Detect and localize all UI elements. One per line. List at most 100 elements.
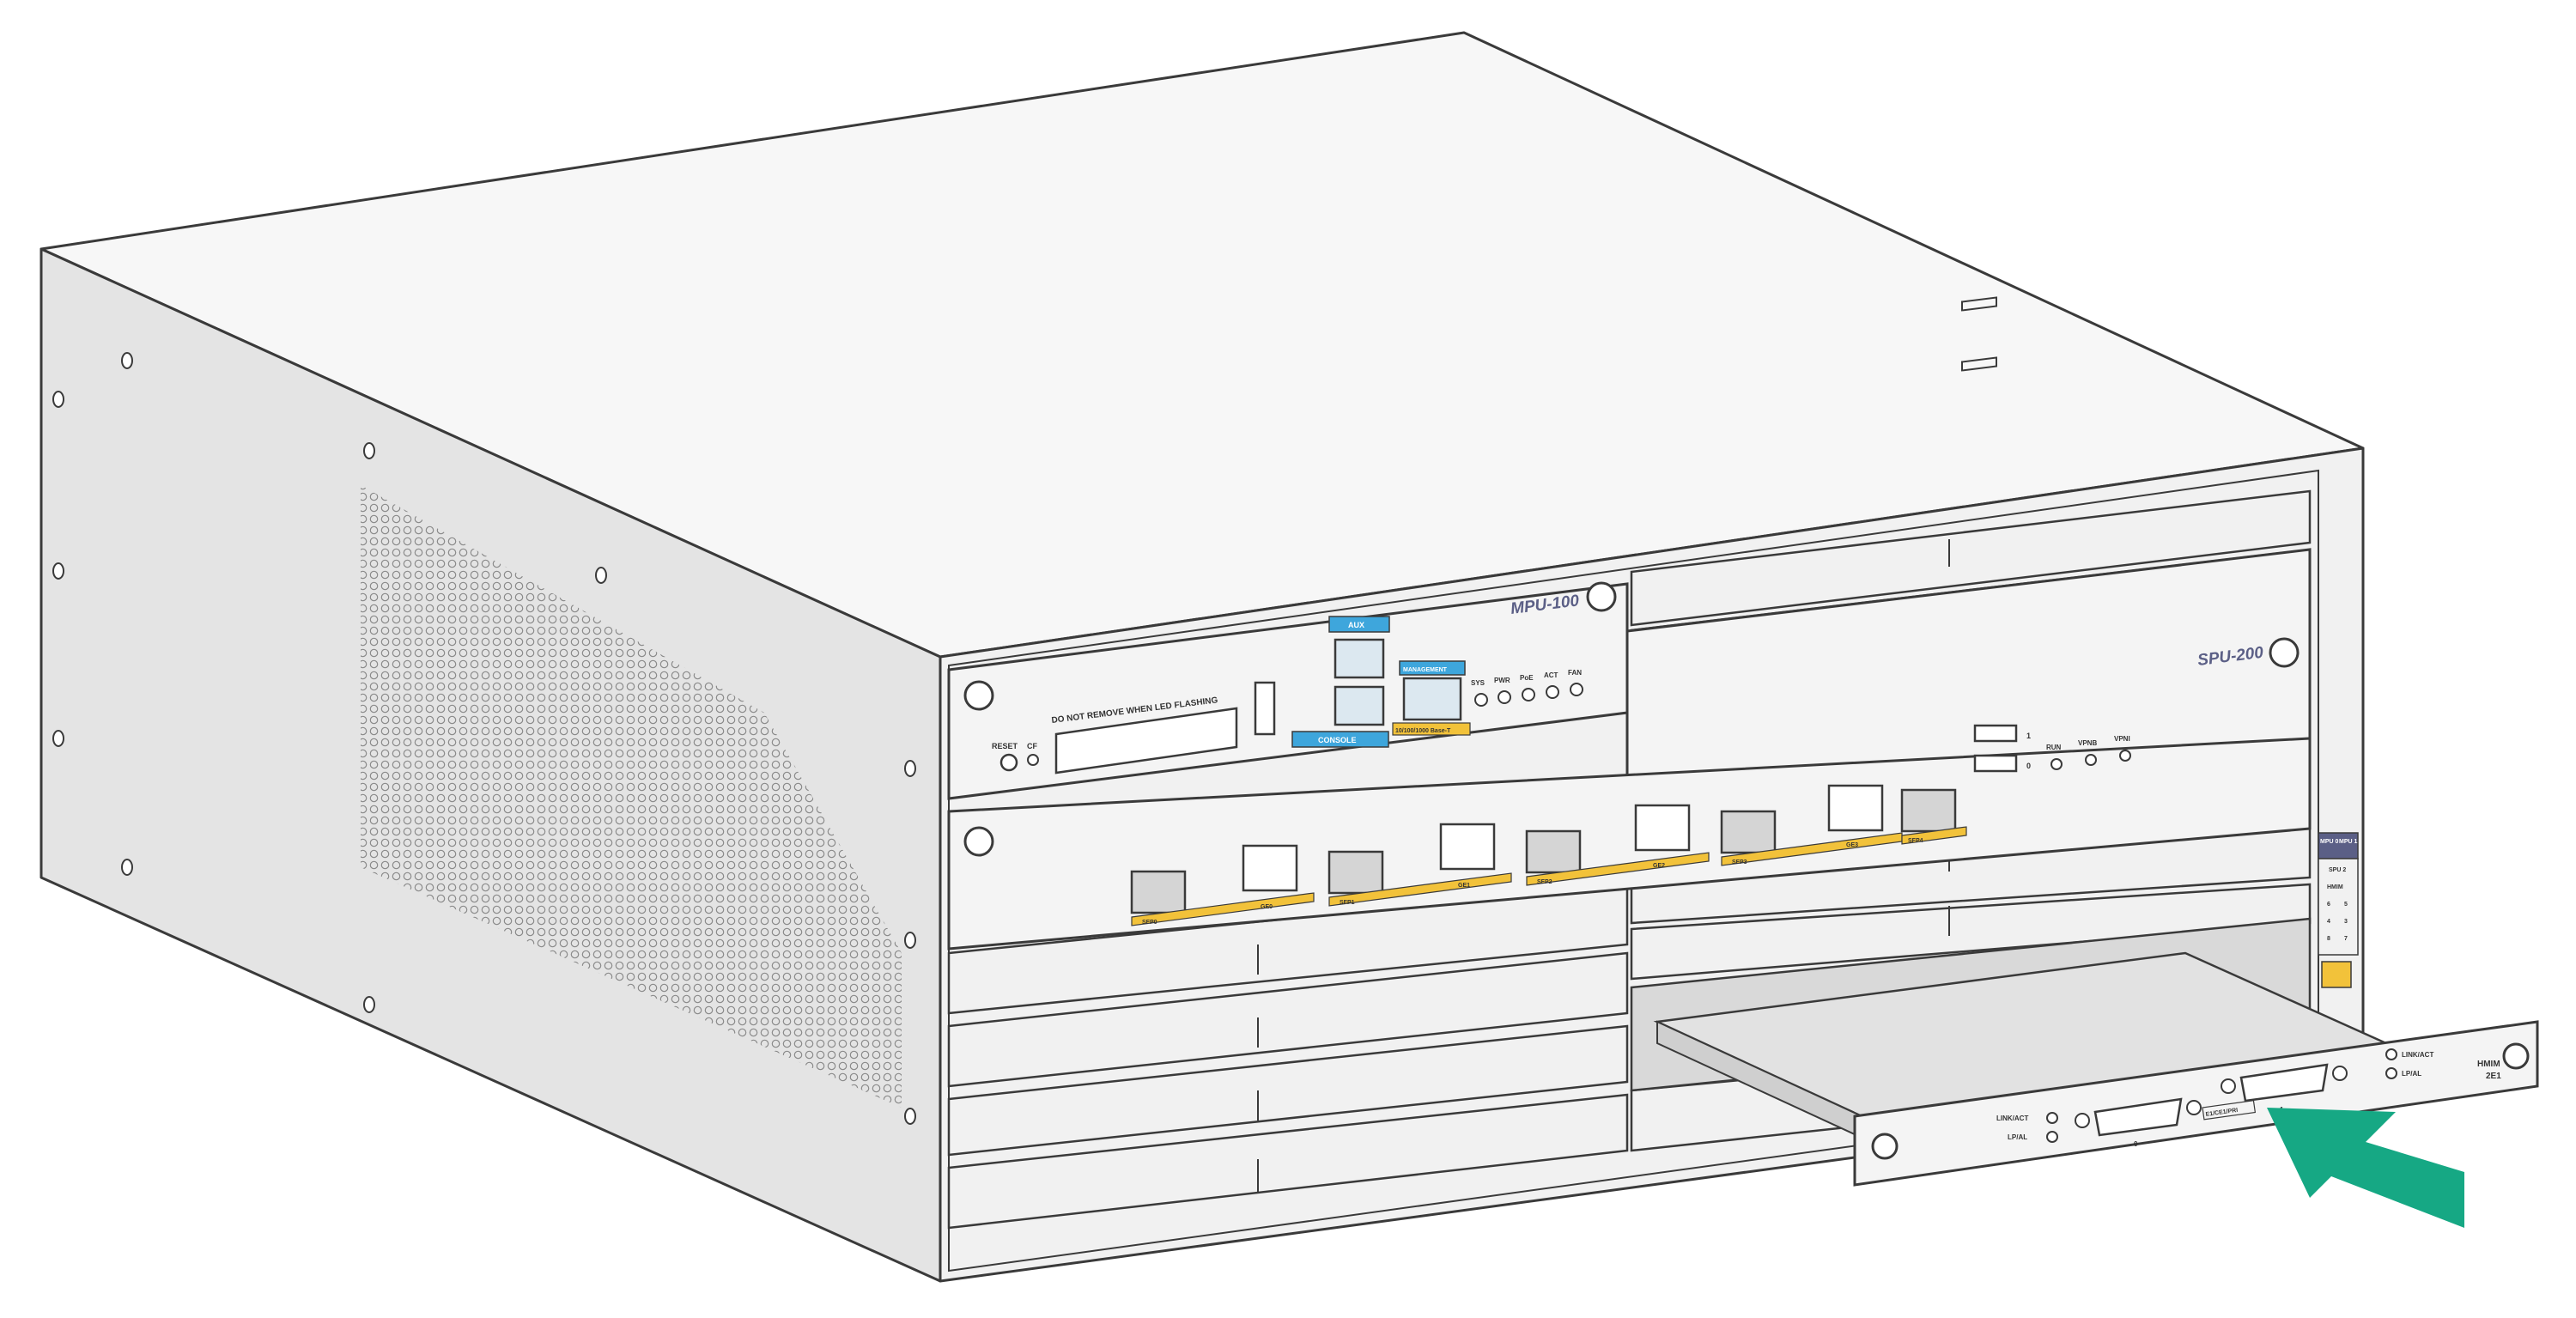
- cf-led: [1027, 754, 1039, 766]
- slot-num-7: 7: [2344, 936, 2348, 942]
- hmim-labels: LINK/ACT LP/AL LINK/ACT LP/AL 0 1 E1/CE1…: [1996, 1051, 2501, 1148]
- aux-label-box: [1328, 616, 1390, 633]
- hmim-model-text: HMIM: [2477, 1060, 2500, 1069]
- spu-usb-label-1: 1: [2026, 732, 2031, 740]
- mpu-left-screw[interactable]: [963, 680, 994, 711]
- usb-port-mpu[interactable]: [1254, 681, 1276, 736]
- sfp-label-2: SFP2: [1537, 879, 1552, 885]
- e1-port-0-screw-l: [2075, 1113, 2090, 1128]
- slot-label-top: [2318, 832, 2359, 859]
- console-label: CONSOLE: [1318, 736, 1357, 744]
- side-vent-grille: [361, 485, 902, 1108]
- hmim-model-sub-text: 2E1: [2486, 1072, 2501, 1081]
- mgmt-label-box: [1399, 660, 1466, 676]
- cf-label: CF: [1027, 742, 1037, 750]
- spu-usb-port-0[interactable]: [1973, 754, 2018, 773]
- hmim-led-left-lpal: LP/AL: [2008, 1133, 2027, 1141]
- e1-port-0[interactable]: [2093, 1097, 2183, 1137]
- mpu-module: MPU-100 DO NOT REMOVE WHEN LED FLASHING …: [947, 581, 1629, 800]
- hmim-led-row: [2046, 1048, 2397, 1143]
- hmim-led-right-linkact: LINK/ACT: [2402, 1051, 2433, 1059]
- slot-label-mpu1: MPU 1: [2339, 839, 2358, 845]
- spu-led-labels: RUN VPNB VPNI: [2046, 735, 2130, 751]
- spu-led-row: [2050, 750, 2131, 770]
- sfp-label-4: SFP4: [1908, 838, 1923, 844]
- aux-label: AUX: [1348, 621, 1364, 629]
- laser-warning-icon: [2321, 961, 2352, 988]
- aux-port[interactable]: [1334, 638, 1385, 679]
- hmim-port-label-0: 0: [2134, 1140, 2138, 1148]
- mpu-led-row: [1474, 683, 1583, 707]
- hmim-left-screw[interactable]: [1871, 1133, 1899, 1160]
- led-label-pwr: PWR: [1494, 677, 1510, 684]
- spu-led-label-vpni: VPNI: [2114, 735, 2130, 743]
- ge-port-1[interactable]: [1439, 823, 1496, 871]
- slot-num-8: 8: [2327, 936, 2330, 942]
- e1-port-1-screw-r: [2332, 1066, 2348, 1081]
- slot-label-hmim: HMIM: [2327, 884, 2343, 890]
- sfp-label-0: SFP0: [1142, 920, 1157, 926]
- ge-port-3[interactable]: [1827, 784, 1884, 832]
- e1-port-0-screw-r: [2186, 1100, 2202, 1115]
- mpu-led-labels: SYS PWR PoE ACT FAN: [1471, 669, 1582, 687]
- led-label-act: ACT: [1544, 671, 1558, 679]
- mpu-right-screw[interactable]: [1586, 581, 1617, 612]
- sfp-port-4[interactable]: [1900, 788, 1957, 833]
- reset-label: RESET: [992, 742, 1018, 750]
- blank-panel-l4: [947, 1093, 1629, 1230]
- spu-led-label-run: RUN: [2046, 744, 2062, 751]
- management-port[interactable]: [1402, 677, 1462, 721]
- cf-slot[interactable]: [1054, 707, 1238, 774]
- side-screw-holes: [52, 352, 916, 1125]
- sfp-label-1: SFP1: [1340, 900, 1355, 906]
- spu-led-label-vpnb: VPNB: [2078, 739, 2097, 747]
- spu-port-label-strips: [1131, 826, 1967, 926]
- slot-num-3: 3: [2344, 919, 2348, 925]
- blank-panel-l3: [947, 1024, 1629, 1157]
- slot-num-4: 4: [2327, 919, 2330, 925]
- sfp-port-2[interactable]: [1525, 829, 1582, 874]
- spu-usb-label-0: 0: [2026, 762, 2031, 770]
- e1-port-1-screw-l: [2221, 1078, 2236, 1094]
- blank-panel-r1: [1630, 489, 2312, 627]
- slot-label-mpu0: MPU 0: [2320, 839, 2339, 845]
- console-label-box: [1291, 731, 1389, 748]
- mgmt-label: MANAGEMENT: [1403, 667, 1448, 673]
- slot-label-strip: MPU 0 MPU 1 SPU 2 HMIM 6 5 4 3 8 7: [2318, 832, 2359, 988]
- spu-usb-port-1[interactable]: [1973, 724, 2018, 743]
- insertion-direction-arrow: [2267, 1108, 2464, 1228]
- console-port[interactable]: [1334, 685, 1385, 726]
- ge-port-2[interactable]: [1634, 804, 1691, 852]
- slot-num-6: 6: [2327, 902, 2330, 908]
- ge-label-0: GE0: [1261, 904, 1273, 910]
- led-label-sys: SYS: [1471, 679, 1485, 687]
- ge-label-3: GE3: [1846, 842, 1858, 848]
- slot-label-spu: SPU 2: [2329, 867, 2346, 873]
- spu-port-groups: [1130, 784, 1957, 914]
- spu-module: SPU-200 1 0 RUN VPNB VPNI SFP0 GE0 SFP1 …: [947, 548, 2312, 951]
- mgmt-sub-label: 10/100/1000 Base-T: [1395, 728, 1451, 734]
- ge-port-0[interactable]: [1242, 844, 1298, 892]
- mgmt-sub-label-box: [1392, 722, 1471, 736]
- sfp-port-1[interactable]: [1327, 850, 1384, 895]
- e1-port-1[interactable]: [2239, 1063, 2329, 1102]
- sfp-port-3[interactable]: [1720, 810, 1777, 854]
- ge-label-2: GE2: [1653, 863, 1665, 869]
- led-label-fan: FAN: [1568, 669, 1582, 677]
- slot-label-body: [2318, 858, 2359, 956]
- spu-left-screw[interactable]: [963, 826, 994, 857]
- sfp-label-3: SFP3: [1732, 859, 1747, 866]
- led-label-poe: PoE: [1520, 674, 1534, 682]
- hmim-card-assembly: LINK/ACT LP/AL LINK/ACT LP/AL 0 1 E1/CE1…: [1630, 917, 2539, 1187]
- hmim-led-right-lpal: LP/AL: [2402, 1070, 2421, 1078]
- hmim-led-left-linkact: LINK/ACT: [1996, 1115, 2028, 1122]
- blank-panel-l2: [947, 951, 1629, 1088]
- card-type-label-box: [2202, 1099, 2257, 1121]
- ge-label-1: GE1: [1458, 883, 1470, 889]
- hmim-right-screw[interactable]: [2502, 1042, 2530, 1070]
- reset-button[interactable]: [999, 753, 1018, 772]
- sfp-port-0[interactable]: [1130, 870, 1187, 914]
- spu-right-screw[interactable]: [2269, 637, 2300, 668]
- slot-num-5: 5: [2344, 902, 2348, 908]
